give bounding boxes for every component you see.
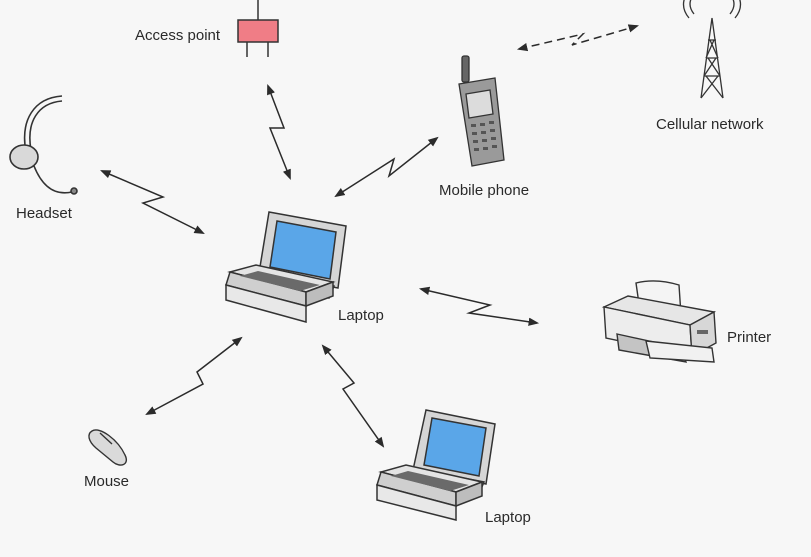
link-mobile-cellular-network bbox=[516, 24, 640, 52]
mouse-icon bbox=[88, 429, 127, 466]
link-laptop-mobile-phone bbox=[334, 136, 439, 198]
headset-label: Headset bbox=[16, 205, 72, 222]
mouse-label: Mouse bbox=[84, 473, 130, 490]
connection-links bbox=[100, 24, 640, 448]
mobile-phone-icon bbox=[458, 55, 505, 167]
link-laptop-mouse bbox=[145, 336, 243, 415]
mobile-phone-label: Mobile phone bbox=[439, 182, 530, 199]
link-laptop-access-point bbox=[267, 84, 291, 180]
printer-label: Printer bbox=[727, 329, 772, 346]
laptop-icon bbox=[225, 211, 347, 323]
access-point-icon bbox=[237, 0, 279, 57]
headset-icon bbox=[9, 95, 78, 195]
cellular-network-label: Cellular network bbox=[656, 116, 764, 133]
link-laptop-headset bbox=[100, 170, 205, 234]
printer-icon bbox=[601, 280, 717, 363]
laptop-main-label: Laptop bbox=[338, 307, 384, 324]
laptop-peer-label: Laptop bbox=[485, 509, 531, 526]
access-point-label: Access point bbox=[135, 27, 221, 44]
cell-tower-icon bbox=[682, 0, 742, 99]
link-laptop-printer bbox=[418, 286, 540, 326]
link-laptop-peer-laptop bbox=[321, 344, 385, 448]
laptop-icon bbox=[376, 409, 496, 521]
